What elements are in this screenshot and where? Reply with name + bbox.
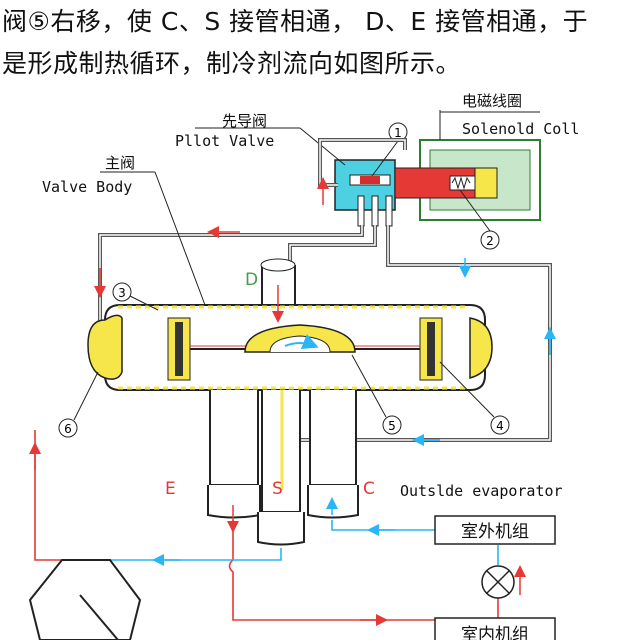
description-line-1: 阀⑤右移，使 C、S 接管相通， D、E 接管相通，于	[2, 7, 589, 36]
pilot-valve-en-label: Pllot Valve	[175, 132, 274, 150]
solenoid-coil	[394, 139, 541, 221]
svg-text:2: 2	[486, 234, 494, 248]
port-e-label: E	[165, 479, 176, 499]
indoor-unit: 室内机组	[434, 617, 556, 640]
port-c-label: C	[363, 479, 375, 499]
svg-text:6: 6	[64, 422, 72, 436]
expansion-valve	[481, 565, 515, 599]
indoor-unit-label: 室内机组	[461, 625, 529, 640]
svg-text:5: 5	[388, 419, 396, 433]
callout-6	[58, 418, 78, 438]
outdoor-unit-label: 室外机组	[461, 522, 529, 542]
pilot-valve	[334, 159, 396, 227]
main-valve-cn-label: 主阀	[105, 154, 135, 172]
callout-5	[382, 415, 402, 435]
svg-text:4: 4	[496, 419, 504, 433]
callout-4	[490, 415, 510, 435]
svg-text:1: 1	[394, 126, 402, 140]
solenoid-cn-label: 电磁线圈	[462, 92, 522, 110]
svg-text:3: 3	[118, 286, 126, 300]
callout-3	[112, 282, 132, 302]
outdoor-unit: 室外机组	[434, 515, 556, 545]
pilot-valve-cn-label: 先导阀	[222, 112, 267, 130]
compressor	[28, 559, 142, 640]
description-line-2: 是形成制热循环，制冷剂流向如图所示。	[2, 49, 462, 78]
outside-evaporator-label: Outslde evaporator	[400, 482, 563, 500]
main-valve-body	[87, 258, 493, 391]
port-d-label: D	[245, 270, 258, 290]
bottom-ports	[207, 390, 359, 546]
port-s-label: S	[272, 479, 283, 499]
solenoid-en-label: Solenold Coll	[462, 120, 579, 138]
main-valve-en-label: Valve Body	[42, 178, 132, 196]
